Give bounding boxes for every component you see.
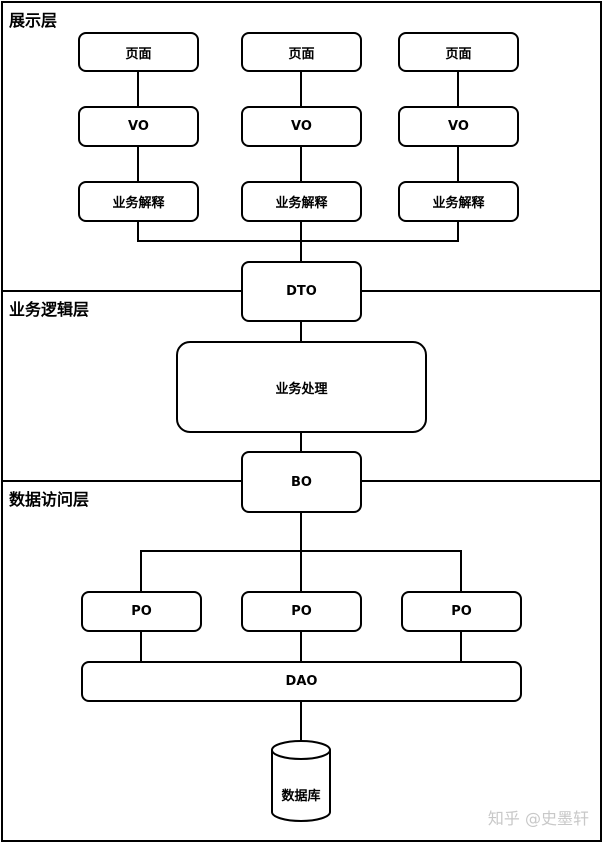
- connector-bus-po3: [460, 550, 462, 591]
- connector-page3-vo3: [457, 71, 459, 106]
- connector-page1-vo1: [137, 71, 139, 106]
- connector-po2-dao: [300, 631, 302, 661]
- connector-po3-dao: [460, 631, 462, 661]
- interpreter-box-1: 业务解释: [78, 181, 199, 222]
- connector-dao-database: [300, 701, 302, 744]
- connector-interp-bus: [137, 240, 459, 242]
- connector-po-bus: [140, 550, 462, 552]
- vo-box-2: VO: [241, 106, 362, 147]
- business-logic-layer-title: 业务逻辑层: [9, 300, 90, 319]
- interpreter-box-2: 业务解释: [241, 181, 362, 222]
- po-box-3: PO: [401, 591, 522, 632]
- page-box-1: 页面: [78, 32, 199, 72]
- page-box-3: 页面: [398, 32, 519, 72]
- connector-dto-processing: [300, 321, 302, 342]
- connector-vo2-interp2: [300, 147, 302, 181]
- connector-bus-po1: [140, 550, 142, 591]
- database-cylinder-icon: [271, 740, 331, 822]
- business-processing-box: 业务处理: [176, 341, 427, 433]
- dao-box: DAO: [81, 661, 522, 702]
- vo-box-3: VO: [398, 106, 519, 147]
- dto-box: DTO: [241, 261, 362, 322]
- connector-processing-bo: [300, 432, 302, 452]
- connector-interp1-down: [137, 221, 139, 242]
- vo-box-1: VO: [78, 106, 199, 147]
- bo-box: BO: [241, 451, 362, 513]
- connector-po1-dao: [140, 631, 142, 661]
- watermark: 知乎 @史墨轩: [487, 809, 589, 828]
- connector-interp3-down: [457, 221, 459, 242]
- page-box-2: 页面: [241, 32, 362, 72]
- data-access-layer-title: 数据访问层: [9, 490, 90, 509]
- interpreter-box-3: 业务解释: [398, 181, 519, 222]
- po-box-1: PO: [81, 591, 202, 632]
- po-box-2: PO: [241, 591, 362, 632]
- connector-page2-vo2: [300, 71, 302, 106]
- connector-vo3-interp3: [457, 147, 459, 181]
- connector-vo1-interp1: [137, 147, 139, 181]
- presentation-layer-title: 展示层: [9, 11, 58, 30]
- database-label: 数据库: [281, 789, 321, 804]
